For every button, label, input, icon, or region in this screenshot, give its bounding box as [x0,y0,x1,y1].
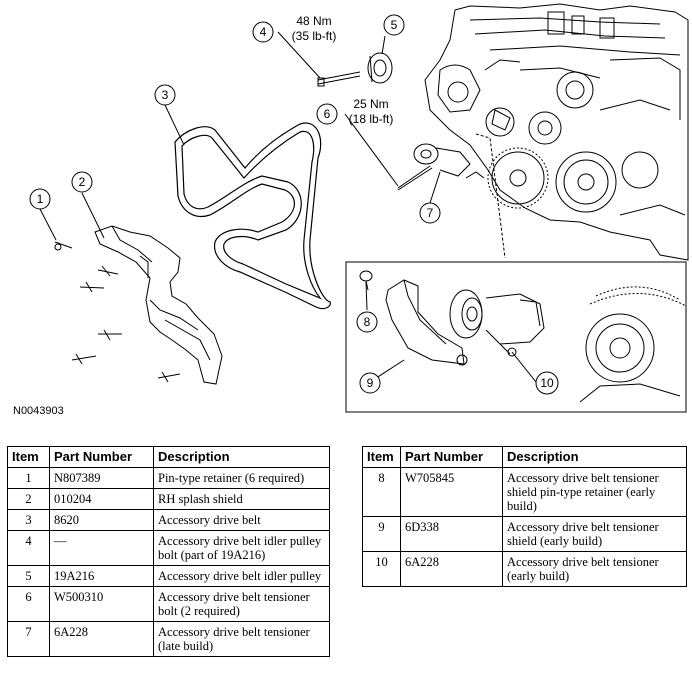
cell-part-number: W705845 [400,467,503,517]
callout-4: 4 [252,21,274,43]
torque-bolt4-nm: 48 Nm [296,14,331,28]
cell-part-number: N807389 [49,467,154,489]
figure-id: N0043903 [13,405,64,417]
cell-item: 7 [7,621,50,657]
cell-description: Accessory drive belt idler pulley bolt (… [153,530,330,566]
callout-5: 5 [383,14,405,36]
cell-part-number: 8620 [49,509,154,531]
callout-9: 9 [359,372,381,394]
svg-text:10: 10 [540,376,554,390]
svg-text:9: 9 [367,376,374,390]
torque-bolt4-lbft: (35 lb-ft) [292,29,337,43]
header-item: Item [7,446,50,468]
svg-text:6: 6 [324,107,331,121]
cell-description: Accessory drive belt tensioner shield pi… [502,467,687,517]
svg-text:8: 8 [364,315,371,329]
engine-block [424,3,689,261]
torque-bolt6-lbft: (18 lb-ft) [349,112,394,126]
callout-2: 2 [71,171,93,193]
cell-description: Pin-type retainer (6 required) [153,467,330,489]
cell-description: Accessory drive belt tensioner shield (e… [502,516,687,552]
table-row: 4—Accessory drive belt idler pulley bolt… [7,530,330,566]
cell-description: Accessory drive belt tensioner bolt (2 r… [153,586,330,622]
header-item: Item [362,446,401,468]
svg-text:1: 1 [37,192,44,206]
cell-description: Accessory drive belt [153,509,330,531]
cell-item: 6 [7,586,50,622]
header-part-number: Part Number [49,446,154,468]
cell-part-number: 6D338 [400,516,503,552]
callout-8: 8 [356,311,378,333]
cell-part-number: 6A228 [400,551,503,587]
svg-text:4: 4 [260,25,267,39]
cell-part-number: 19A216 [49,565,154,587]
idler-pulley [317,52,393,87]
detail-inset [345,261,687,413]
header-description: Description [502,446,687,468]
cell-item: 9 [362,516,401,552]
cell-item: 10 [362,551,401,587]
cell-item: 5 [7,565,50,587]
cell-description: Accessory drive belt tensioner (late bui… [153,621,330,657]
pin-retainers [54,241,181,383]
cell-description: Accessory drive belt tensioner (early bu… [502,551,687,587]
drive-belt [174,122,331,310]
callout-6: 6 [316,103,338,125]
callout-7: 7 [419,202,441,224]
table-header-row: Item Part Number Description [362,446,687,468]
svg-text:3: 3 [162,88,169,102]
service-illustration: 1 2 3 4 5 6 7 8 9 10 48 Nm (35 lb-ft) 25… [29,3,689,413]
svg-text:5: 5 [391,18,398,32]
cell-item: 4 [7,530,50,566]
header-part-number: Part Number [400,446,503,468]
header-description: Description [153,446,330,468]
callout-1: 1 [29,188,51,210]
cell-item: 3 [7,509,50,531]
torque-bolt6-nm: 25 Nm [353,97,388,111]
cell-part-number: — [49,530,154,566]
callout-3: 3 [154,84,176,106]
cell-description: RH splash shield [153,488,330,510]
table-header-row: Item Part Number Description [7,446,330,468]
cell-item: 1 [7,467,50,489]
cell-part-number: 6A228 [49,621,154,657]
cell-part-number: 010204 [49,488,154,510]
splash-shield [94,225,223,385]
detail-inset-art [359,270,687,403]
cell-item: 2 [7,488,50,510]
svg-text:7: 7 [427,206,434,220]
cell-description: Accessory drive belt idler pulley [153,565,330,587]
cell-item: 8 [362,467,401,517]
leader-lines [39,31,537,383]
belt-tensioner-late [397,143,485,191]
cell-part-number: W500310 [49,586,154,622]
svg-text:2: 2 [79,175,86,189]
callout-10: 10 [535,371,559,395]
